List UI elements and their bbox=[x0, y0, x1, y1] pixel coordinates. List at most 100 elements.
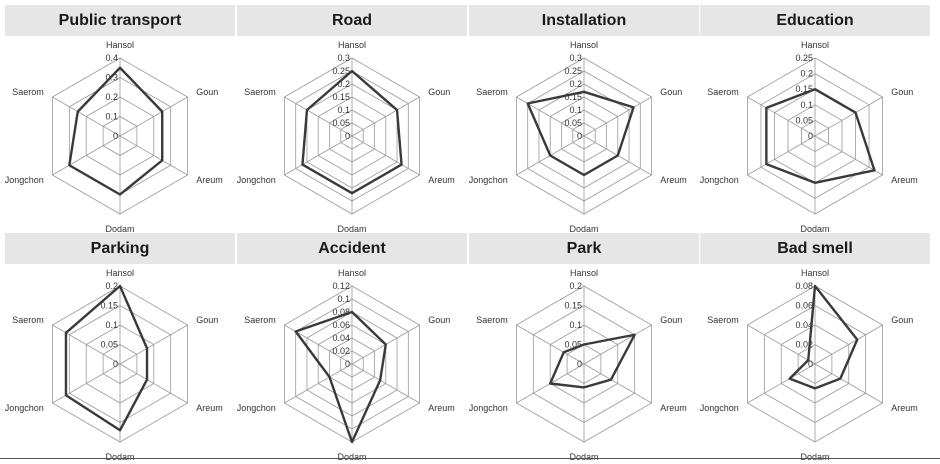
tick-label: 0.12 bbox=[332, 281, 350, 291]
axis-label-goun: Goun bbox=[660, 315, 682, 325]
tick-label: 0.15 bbox=[564, 92, 582, 102]
chart-title: Road bbox=[332, 11, 372, 29]
axis-label-hansol: Hansol bbox=[801, 40, 829, 50]
axis-spoke bbox=[814, 324, 883, 365]
axis-label-saerom: Saerom bbox=[476, 315, 508, 325]
axis-label-goun: Goun bbox=[660, 87, 682, 97]
axis-label-dodam: Dodam bbox=[569, 224, 598, 234]
tick-label: 0.04 bbox=[332, 333, 350, 343]
chart-title: Accident bbox=[318, 239, 386, 257]
tick-label: 0.06 bbox=[795, 301, 813, 311]
axis-label-saerom: Saerom bbox=[12, 87, 44, 97]
tick-label: 0 bbox=[345, 359, 350, 369]
axis-spoke bbox=[351, 96, 420, 137]
data-series bbox=[301, 69, 403, 195]
axis-spoke bbox=[747, 324, 816, 365]
axis-label-areum: Areum bbox=[891, 175, 918, 185]
axis-spoke bbox=[119, 135, 188, 176]
tick-label: 0.15 bbox=[332, 92, 350, 102]
tick-label: 0 bbox=[113, 131, 118, 141]
axis-label-saerom: Saerom bbox=[707, 315, 739, 325]
axis-label-jongchon: Jongchon bbox=[5, 403, 44, 413]
data-series bbox=[294, 310, 387, 444]
tick-label: 0.08 bbox=[332, 307, 350, 317]
axis-spoke bbox=[52, 363, 121, 404]
axis-label-dodam: Dodam bbox=[569, 452, 598, 462]
tick-label: 0.25 bbox=[795, 53, 813, 63]
axis-label-goun: Goun bbox=[428, 87, 450, 97]
bottom-rule bbox=[0, 458, 940, 459]
data-series bbox=[526, 90, 635, 177]
chart-header: Accident bbox=[237, 233, 467, 264]
axis-spoke bbox=[52, 324, 121, 365]
tick-label: 0.05 bbox=[564, 340, 582, 350]
tick-label: 0.15 bbox=[100, 301, 118, 311]
tick-label: 0.15 bbox=[795, 84, 813, 94]
tick-label: 0 bbox=[113, 359, 118, 369]
chart-title: Parking bbox=[90, 239, 150, 257]
axis-label-jongchon: Jongchon bbox=[237, 175, 276, 185]
tick-label: 0.2 bbox=[569, 281, 582, 291]
axis-spoke bbox=[351, 135, 420, 176]
axis-label-areum: Areum bbox=[428, 175, 455, 185]
axis-label-jongchon: Jongchon bbox=[700, 403, 739, 413]
axis-label-saerom: Saerom bbox=[476, 87, 508, 97]
axis-spoke bbox=[119, 324, 188, 365]
axis-spoke bbox=[52, 135, 121, 176]
axis-label-hansol: Hansol bbox=[801, 268, 829, 278]
radar-chart: 00.10.20.30.4HansolGounAreumDodamJongcho… bbox=[5, 40, 223, 234]
axis-label-dodam: Dodam bbox=[105, 452, 134, 462]
tick-label: 0.1 bbox=[800, 100, 813, 110]
axis-spoke bbox=[814, 135, 883, 176]
axis-label-saerom: Saerom bbox=[244, 87, 276, 97]
radar-chart: 00.050.10.150.20.250.3HansolGounAreumDod… bbox=[469, 40, 687, 234]
axis-spoke bbox=[52, 96, 121, 137]
axis-label-saerom: Saerom bbox=[707, 87, 739, 97]
axis-label-hansol: Hansol bbox=[338, 268, 366, 278]
axis-spoke bbox=[284, 96, 353, 137]
axis-spoke bbox=[747, 96, 816, 137]
axis-label-areum: Areum bbox=[196, 403, 223, 413]
axis-spoke bbox=[583, 96, 652, 137]
axis-spoke bbox=[814, 96, 883, 137]
axis-label-hansol: Hansol bbox=[106, 268, 134, 278]
tick-label: 0.04 bbox=[795, 320, 813, 330]
radar-chart: 00.050.10.150.20.250.3HansolGounAreumDod… bbox=[237, 40, 455, 234]
axis-spoke bbox=[516, 324, 585, 365]
axis-spoke bbox=[284, 135, 353, 176]
tick-label: 0.2 bbox=[337, 79, 350, 89]
radar-chart: 00.050.10.150.2HansolGounAreumDodamJongc… bbox=[5, 268, 223, 462]
axis-label-dodam: Dodam bbox=[337, 224, 366, 234]
chart-header: Park bbox=[469, 233, 699, 264]
axis-label-dodam: Dodam bbox=[800, 224, 829, 234]
axis-label-dodam: Dodam bbox=[337, 452, 366, 462]
axis-spoke bbox=[119, 363, 188, 404]
chart-title: Park bbox=[566, 239, 602, 257]
tick-label: 0.3 bbox=[569, 53, 582, 63]
tick-label: 0.2 bbox=[105, 92, 118, 102]
axis-label-hansol: Hansol bbox=[338, 40, 366, 50]
chart-title: Public transport bbox=[58, 11, 182, 29]
tick-label: 0 bbox=[808, 131, 813, 141]
chart-title: Installation bbox=[541, 11, 627, 29]
axis-spoke bbox=[747, 363, 816, 404]
axis-spoke bbox=[747, 135, 816, 176]
chart-title: Education bbox=[776, 11, 854, 29]
tick-label: 0.1 bbox=[337, 105, 350, 115]
axis-label-dodam: Dodam bbox=[105, 224, 134, 234]
axis-label-saerom: Saerom bbox=[244, 315, 276, 325]
axis-label-hansol: Hansol bbox=[106, 40, 134, 50]
tick-label: 0.08 bbox=[795, 281, 813, 291]
axis-label-hansol: Hansol bbox=[570, 40, 598, 50]
axis-label-areum: Areum bbox=[660, 175, 687, 185]
tick-label: 0.1 bbox=[337, 294, 350, 304]
axis-label-jongchon: Jongchon bbox=[469, 403, 508, 413]
tick-label: 0.4 bbox=[105, 53, 118, 63]
axis-label-goun: Goun bbox=[891, 315, 913, 325]
tick-label: 0.05 bbox=[795, 115, 813, 125]
tick-label: 0 bbox=[577, 131, 582, 141]
data-series bbox=[68, 66, 164, 196]
